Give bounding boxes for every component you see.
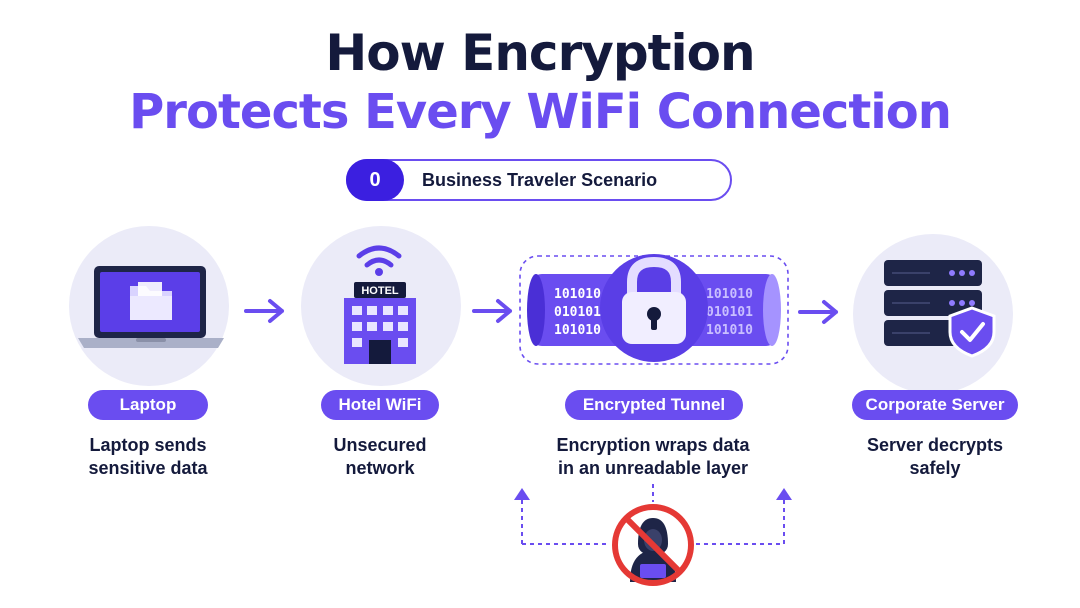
step-desc-hotel-wifi: Unsecured network — [280, 434, 480, 480]
title-line-2: Protects Every WiFi Connection — [129, 84, 952, 140]
step-pill-encrypted-tunnel: Encrypted Tunnel — [565, 390, 743, 420]
binary-right-2: 010101 — [706, 305, 753, 320]
step-desc-tunnel-line-2: in an unreadable layer — [557, 458, 749, 478]
step-pill-laptop: Laptop — [88, 390, 208, 420]
binary-left-3: 101010 — [554, 323, 601, 338]
step-desc-corporate-server: Server decrypts safely — [835, 434, 1035, 480]
laptop-folder-icon — [78, 266, 224, 348]
step-desc-hotel-line-2: network — [345, 458, 415, 478]
binary-right-1: 101010 — [706, 287, 753, 302]
padlock-tunnel-icon: 101010 010101 101010 101010 010101 10101… — [519, 254, 789, 365]
hotel-wifi-icon: HOTEL — [344, 245, 416, 364]
step-pill-hotel-wifi: Hotel WiFi — [321, 390, 439, 420]
scenario-badge: 0 Business Traveler Scenario — [346, 159, 732, 201]
step-desc-laptop-line-2: sensitive data — [88, 458, 208, 478]
arrow-right-icon — [472, 299, 512, 323]
title-line-1: How Encryption — [325, 24, 755, 82]
binary-left-1: 101010 — [554, 287, 601, 302]
step-desc-encrypted-tunnel: Encryption wraps data in an unreadable l… — [533, 434, 773, 480]
binary-left-2: 010101 — [554, 305, 601, 320]
hacker-connector-lines — [514, 484, 792, 545]
step-desc-tunnel-line-1: Encryption wraps data — [556, 435, 750, 455]
step-desc-hotel-line-1: Unsecured — [333, 435, 427, 455]
step-desc-server-line-2: safely — [909, 458, 961, 478]
step-desc-server-line-1: Server decrypts — [866, 435, 1004, 455]
binary-right-3: 101010 — [706, 323, 753, 338]
step-pill-corporate-server: Corporate Server — [852, 390, 1018, 420]
scenario-number: 0 — [346, 159, 404, 201]
blocked-hacker-icon — [612, 504, 694, 586]
arrow-right-icon — [244, 299, 284, 323]
arrow-right-icon — [798, 300, 838, 324]
hotel-sign-text: HOTEL — [361, 285, 399, 297]
scenario-label: Business Traveler Scenario — [422, 170, 658, 190]
server-shield-icon — [884, 260, 996, 358]
step-desc-laptop-line-1: Laptop sends — [89, 435, 207, 455]
step-desc-laptop: Laptop sends sensitive data — [48, 434, 248, 480]
